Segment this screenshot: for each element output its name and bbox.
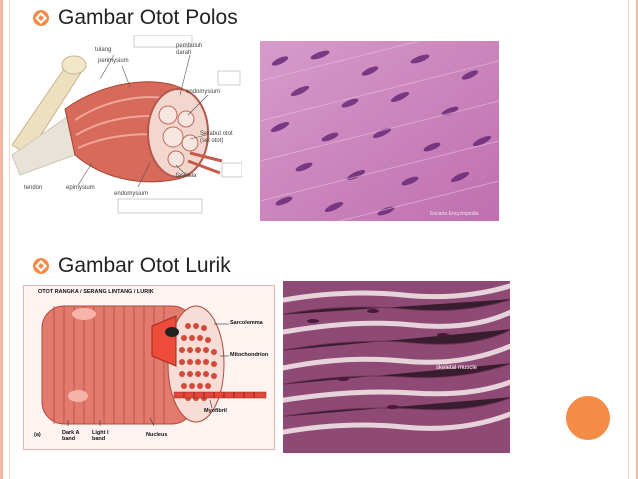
bullet-text-striated-muscle: Gambar Otot Lurik [58,254,231,277]
label-panel-a: (a) [34,432,41,438]
label-dark-band: Dark A band [62,430,80,442]
diamond-bullet-icon [33,258,49,274]
micrograph-watermark: Encarta Encyclopedia [430,211,479,217]
bullet-text-smooth-muscle: Gambar Otot Polos [58,6,238,29]
decorative-circle [566,396,610,440]
diamond-bullet-icon [33,10,49,26]
label-endomysium-bottom: endomysium [114,191,149,197]
label-epimysium: epimysium [66,185,95,191]
label-sarcolemma: Sarcolemma [230,320,263,326]
label-light-band: Light I band [92,430,109,442]
striated-muscle-micrograph: skeletal muscle [283,281,510,453]
label-pembuluh-darah: pembuluh darah [176,43,203,56]
micrograph-caption: skeletal muscle [436,365,478,371]
slide-frame-left [0,0,3,479]
striated-muscle-diagram: OTOT RANGKA / SERANG LINTANG / LURIK [23,285,275,450]
label-tulang: tulang [95,47,112,53]
label-endomysium-top: endomysium [186,89,221,95]
label-fasikula: fasikula [176,173,197,179]
diagram-title: OTOT RANGKA / SERANG LINTANG / LURIK [38,289,154,295]
slide-frame-inner-left [9,0,10,479]
label-tendon: tendon [24,185,43,191]
slide-frame-inner-right [628,0,629,479]
slide-frame-right [636,0,638,479]
label-myofibril: Myofibril [204,408,227,414]
smooth-muscle-micrograph: Encarta Encyclopedia [260,41,499,221]
label-serabut-otot: Serabut otot (sel otot) [200,131,233,144]
label-perimysium: perimysium [98,58,129,64]
label-nucleus: Nucleus [146,432,168,438]
label-mitochondrion: Mitochondrion [230,352,269,358]
smooth-muscle-diagram: tulang perimysium pembuluh darah endomys… [10,35,242,220]
